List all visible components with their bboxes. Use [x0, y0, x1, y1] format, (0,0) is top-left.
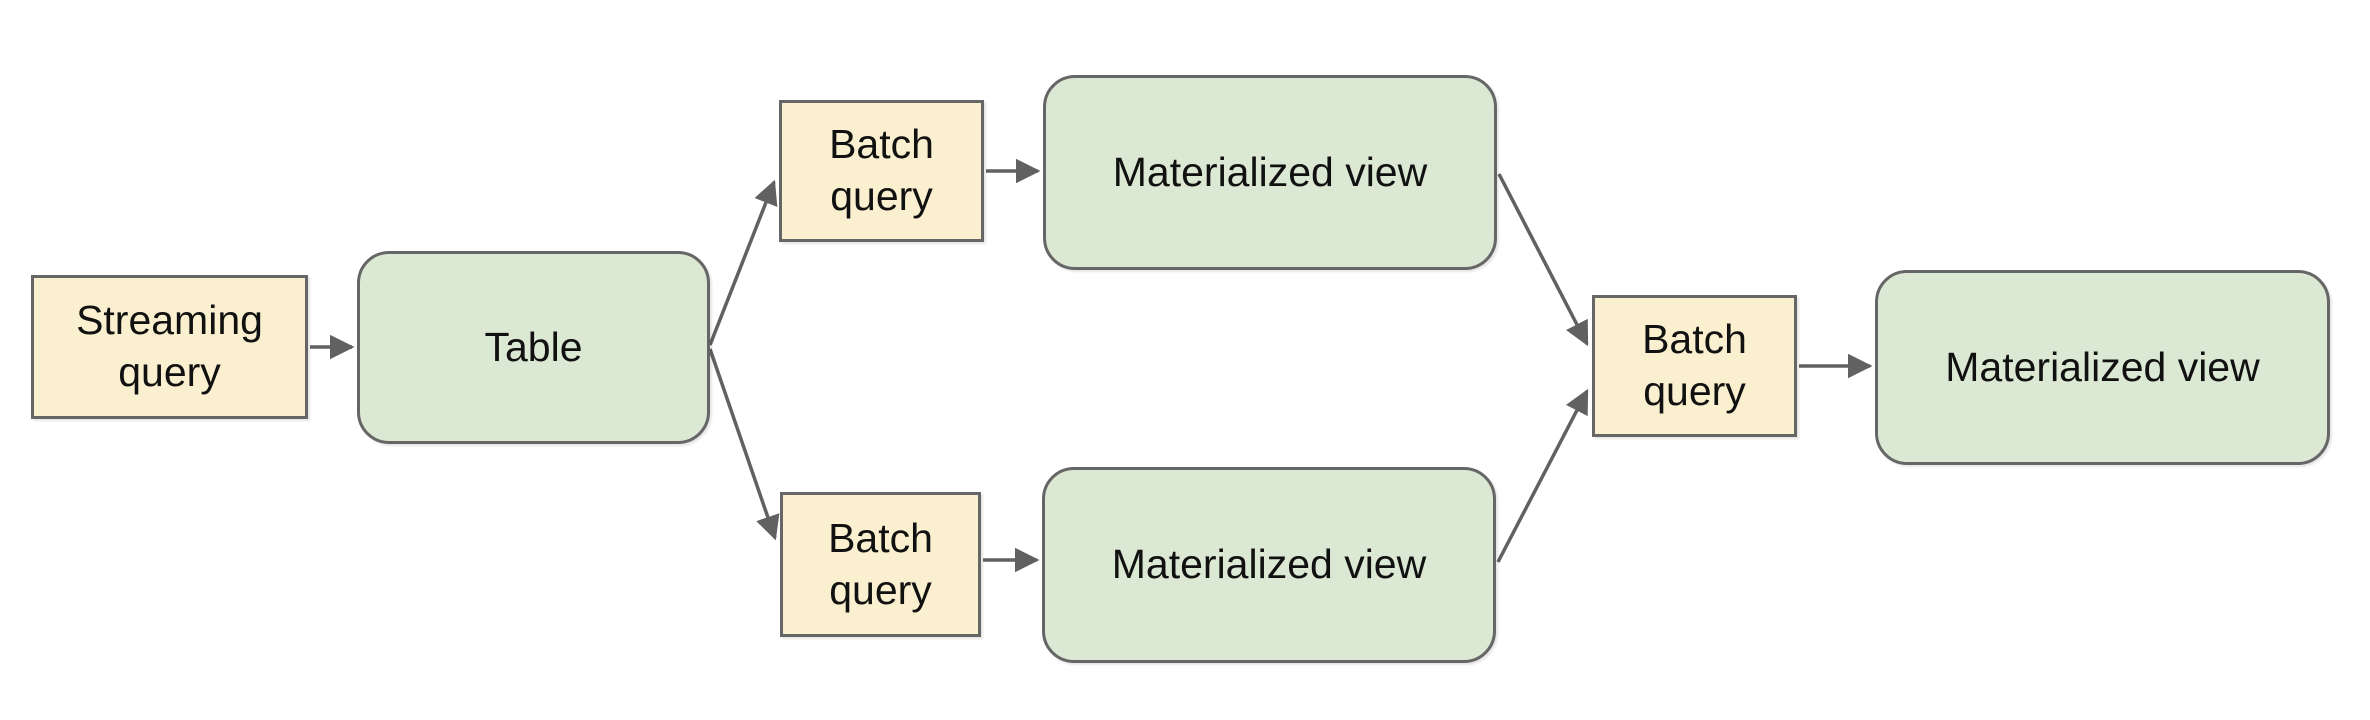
node-batch-query-bottom-label: Batch query	[828, 514, 933, 613]
node-batch-query-right-label: Batch query	[1642, 316, 1747, 414]
node-materialized-view-right-label: Materialized view	[1945, 343, 2260, 390]
node-materialized-view-right: Materialized view	[1875, 270, 2330, 465]
node-batch-query-top: Batch query	[779, 100, 984, 242]
node-table-label: Table	[484, 323, 583, 370]
node-materialized-view-top-label: Materialized view	[1112, 148, 1428, 195]
node-batch-query-right: Batch query	[1592, 295, 1797, 437]
node-batch-query-bottom: Batch query	[780, 492, 981, 637]
node-streaming-query-label: Streaming query	[76, 297, 263, 395]
node-materialized-view-bottom-label: Materialized view	[1111, 541, 1427, 588]
node-materialized-view-top: Materialized view	[1043, 75, 1497, 270]
edge-mv-bottom-to-batch-right	[1496, 388, 1589, 563]
node-table: Table	[357, 251, 710, 444]
node-streaming-query: Streaming query	[31, 275, 308, 419]
node-materialized-view-bottom: Materialized view	[1042, 467, 1496, 663]
edge-table-to-batch-bottom	[708, 348, 780, 541]
edge-table-to-batch-top	[708, 179, 778, 346]
node-batch-query-top-label: Batch query	[829, 121, 934, 219]
edge-mv-top-to-batch-right	[1497, 173, 1589, 347]
